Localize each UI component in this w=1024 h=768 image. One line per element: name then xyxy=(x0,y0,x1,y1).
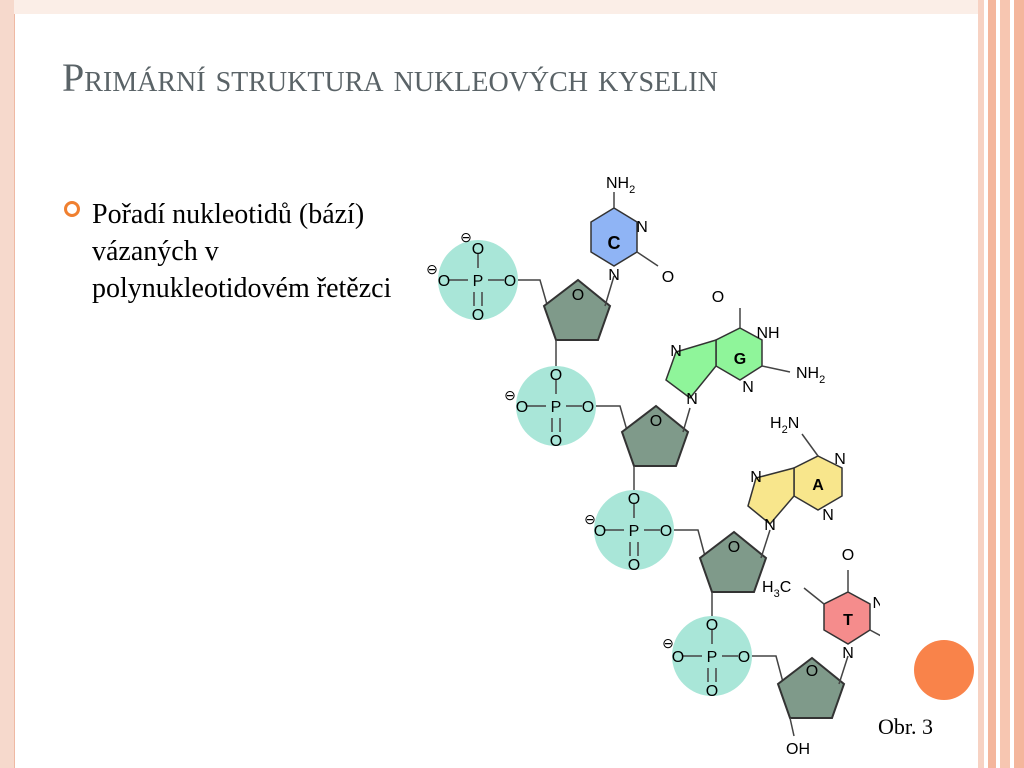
decorative-orange-circle xyxy=(914,640,974,700)
phosphate-group-3: O P O O O ⊖ xyxy=(584,490,674,574)
amino-group-label: NH2 xyxy=(796,365,825,386)
frame-stripe xyxy=(988,0,996,768)
atom-N: N xyxy=(834,451,846,468)
amino-group-label: H2N xyxy=(770,415,799,436)
base-letter-G: G xyxy=(734,351,746,368)
bullet-text: Pořadí nukleotidů (bází) vázaných v poly… xyxy=(92,199,392,304)
atom-O: O xyxy=(504,273,516,290)
left-frame-border xyxy=(0,0,15,768)
cytosine-base: C NH2 N N O xyxy=(590,175,674,286)
methyl-group-label: H3C xyxy=(762,579,791,600)
phosphate-circle xyxy=(594,490,674,570)
atom-O: O xyxy=(842,547,854,564)
phosphate-circle xyxy=(438,240,518,320)
right-frame-border xyxy=(978,0,1024,768)
atom-O: O xyxy=(672,649,684,666)
atom-N: N xyxy=(842,645,854,662)
deoxyribose-sugar-4: O xyxy=(776,656,846,719)
atom-O: O xyxy=(806,663,818,680)
amino-group-label: NH2 xyxy=(606,175,635,196)
atom-O: O xyxy=(706,617,718,634)
atom-O: O xyxy=(650,413,662,430)
atom-O: O xyxy=(472,307,484,324)
atom-N: N xyxy=(764,517,776,534)
frame-stripe xyxy=(978,0,984,768)
atom-NH: NH xyxy=(872,595,880,612)
base-letter-A: A xyxy=(812,477,824,494)
atom-O: O xyxy=(628,491,640,508)
minus-charge-icon: ⊖ xyxy=(426,261,438,277)
atom-O: O xyxy=(516,399,528,416)
atom-O: O xyxy=(572,287,584,304)
deoxyribose-sugar-3: O xyxy=(698,530,768,593)
adenine-base: A N N N N H2N xyxy=(747,415,846,534)
atom-N: N xyxy=(750,469,762,486)
minus-charge-icon: ⊖ xyxy=(662,635,674,651)
atom-NH: NH xyxy=(756,325,779,342)
frame-stripe xyxy=(1000,0,1010,768)
atom-O: O xyxy=(738,649,750,666)
atom-O: O xyxy=(550,433,562,450)
atom-O: O xyxy=(550,367,562,384)
frame-stripe xyxy=(1014,0,1024,768)
atom-O: O xyxy=(628,557,640,574)
deoxyribose-sugar-2: O xyxy=(620,404,690,467)
atom-N: N xyxy=(742,379,754,396)
atom-P: P xyxy=(473,273,484,290)
minus-charge-icon: ⊖ xyxy=(460,229,472,245)
thymine-base: T O NH O N H3C xyxy=(762,547,880,662)
atom-O: O xyxy=(582,399,594,416)
deoxyribose-sugar-1: O xyxy=(542,278,612,341)
minus-charge-icon: ⊖ xyxy=(504,387,516,403)
atom-O: O xyxy=(660,523,672,540)
phosphate-group-4: O P O O O ⊖ xyxy=(662,616,752,700)
atom-O: O xyxy=(472,241,484,258)
atom-P: P xyxy=(551,399,562,416)
base-letter-T: T xyxy=(843,612,853,629)
atom-O: O xyxy=(712,289,724,306)
atom-N: N xyxy=(636,219,648,236)
atom-O: O xyxy=(594,523,606,540)
base-letter-C: C xyxy=(608,233,621,253)
bullet-circle-icon xyxy=(64,201,80,217)
atom-O: O xyxy=(706,683,718,700)
atom-O: O xyxy=(662,269,674,286)
bullet-item: Pořadí nukleotidů (bází) vázaných v poly… xyxy=(64,196,404,307)
atom-N: N xyxy=(670,343,682,360)
atom-P: P xyxy=(707,649,718,666)
atom-P: P xyxy=(629,523,640,540)
nucleotide-chain-diagram: O P O O O ⊖ ⊖ O C NH2 N N O O P O O O xyxy=(426,175,880,758)
atom-N: N xyxy=(686,391,698,408)
guanine-base: G N N N NH O NH2 xyxy=(665,289,825,408)
atom-O: O xyxy=(728,539,740,556)
atom-N: N xyxy=(608,267,620,284)
phosphate-circle xyxy=(672,616,752,696)
top-frame-border xyxy=(14,0,978,14)
phosphate-group-1: O P O O O ⊖ ⊖ xyxy=(426,229,518,324)
slide-title: Primární struktura nukleových kyselin xyxy=(62,55,718,100)
hydroxyl-group-label: OH xyxy=(786,741,810,758)
phosphate-circle xyxy=(516,366,596,446)
atom-O: O xyxy=(438,273,450,290)
atom-N: N xyxy=(822,507,834,524)
minus-charge-icon: ⊖ xyxy=(584,511,596,527)
phosphate-group-2: O P O O O ⊖ xyxy=(504,366,596,450)
figure-caption: Obr. 3 xyxy=(878,714,933,739)
